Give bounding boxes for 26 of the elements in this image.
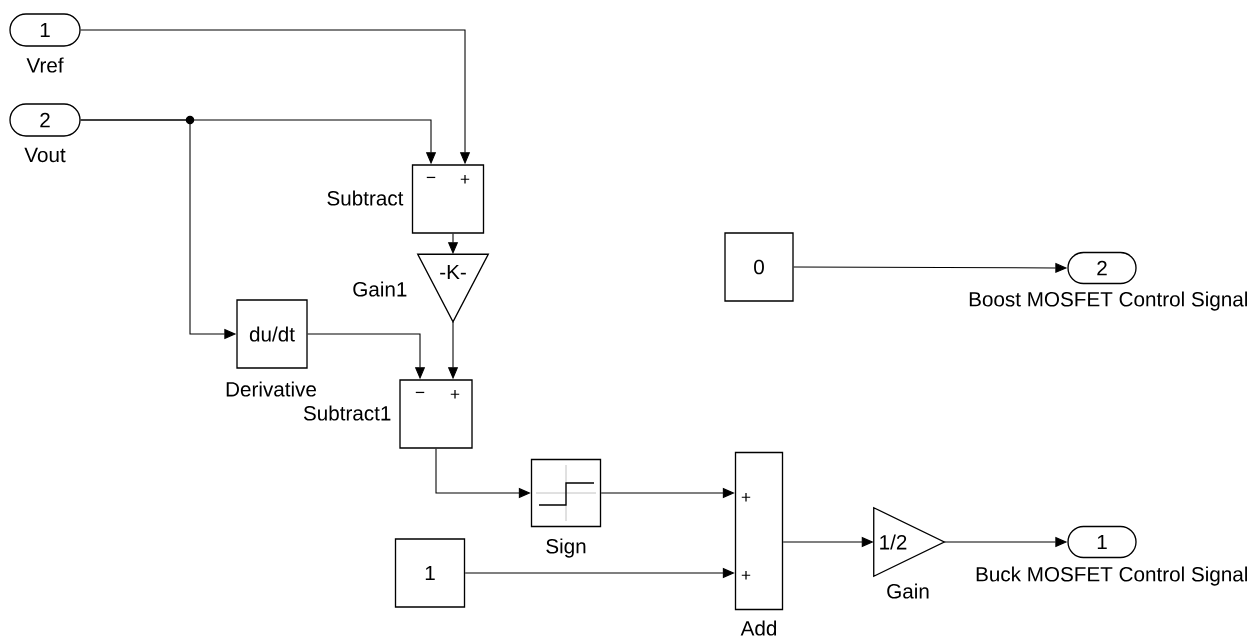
port-label: Buck MOSFET Control Signal (976, 566, 1247, 586)
block-value: 1 (425, 565, 435, 581)
port-sign: − (426, 176, 436, 179)
port-sign: − (415, 391, 425, 394)
port-sign: + (450, 390, 460, 399)
port-number: 1 (40, 22, 50, 38)
port-number: 2 (1097, 260, 1107, 276)
port-label: Boost MOSFET Control Signal (969, 291, 1247, 311)
port-number: 1 (1097, 534, 1107, 550)
block-value: 0 (754, 259, 764, 275)
block-label: Gain1 (353, 281, 407, 297)
block-label: Subtract (327, 190, 404, 206)
block-label: Gain (887, 583, 929, 599)
block-label: Sign (546, 538, 586, 558)
port-number: 2 (40, 112, 50, 128)
port-sign: + (741, 571, 751, 580)
block-label: Derivative (226, 381, 316, 397)
block-label: Subtract1 (303, 405, 391, 421)
port-label: Vref (26, 57, 64, 73)
gain-value: 1/2 (880, 534, 907, 550)
port-sign: + (460, 175, 470, 184)
port-label: Vout (24, 147, 66, 163)
port-sign: + (741, 493, 751, 502)
block-label: Add (740, 620, 777, 636)
gain-value: -K- (440, 264, 466, 280)
block-value: du/dt (249, 326, 295, 342)
